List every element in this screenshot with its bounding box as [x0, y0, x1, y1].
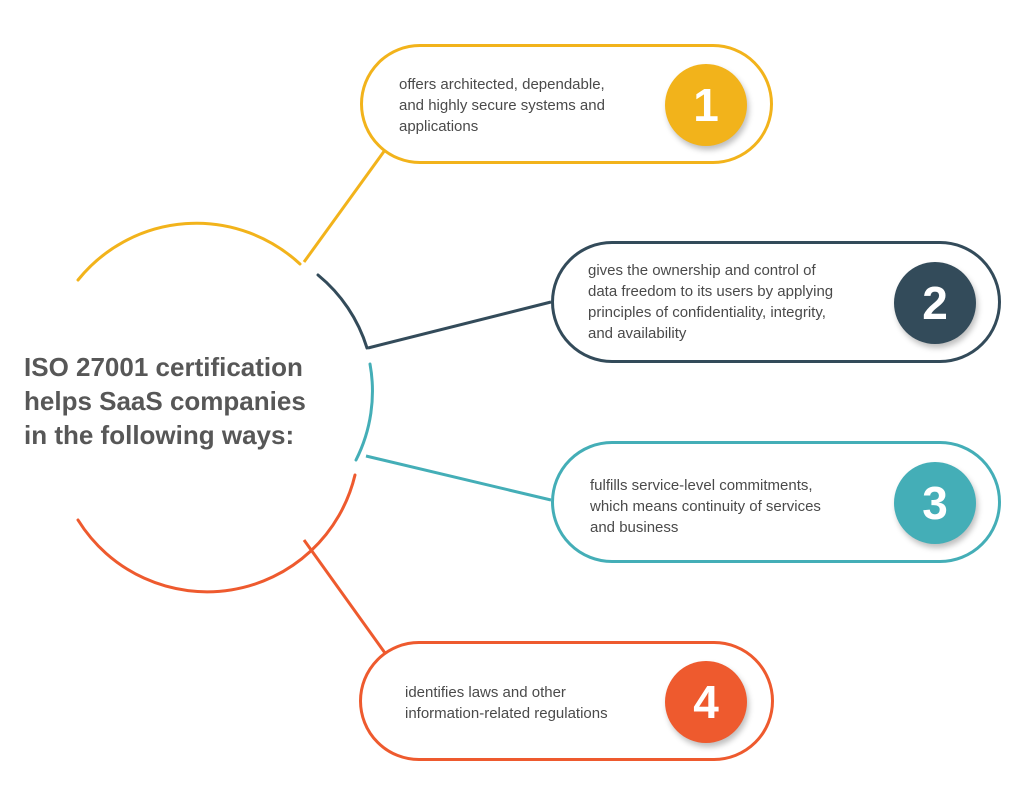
benefit-pill-4: identifies laws and other information-re…: [359, 641, 774, 761]
benefit-text-line: principles of confidentiality, integrity…: [588, 304, 826, 321]
benefit-text-line: and business: [590, 519, 679, 536]
arc-2: [316, 273, 369, 350]
benefit-text-line: which means continuity of services: [590, 498, 821, 515]
benefit-text-line: information-related regulations: [405, 705, 608, 722]
benefit-text: identifies laws and other information-re…: [405, 682, 608, 724]
benefit-text-line: fulfills service-level commitments,: [590, 477, 813, 494]
arc-1: [76, 221, 302, 282]
benefit-text: gives the ownership and control of data …: [588, 260, 833, 344]
benefit-pill-1: offers architected, dependable, and high…: [360, 44, 773, 164]
benefit-text-line: gives the ownership and control of: [588, 262, 816, 279]
connector-1: [302, 149, 387, 263]
benefit-text-line: applications: [399, 118, 479, 135]
number-badge: 4: [665, 661, 747, 743]
benefit-text: offers architected, dependable, and high…: [399, 74, 605, 137]
benefit-text-line: data freedom to its users by applying: [588, 283, 834, 300]
benefit-text-line: and highly secure systems and: [399, 97, 605, 114]
connector-3: [365, 454, 552, 502]
number-badge: 2: [894, 262, 976, 344]
number-badge: 3: [894, 462, 976, 544]
center-title-line: in the following ways:: [24, 420, 295, 450]
benefit-text: fulfills service-level commitments, whic…: [590, 475, 821, 538]
number-badge: 1: [665, 64, 747, 146]
arc-4: [76, 473, 357, 594]
benefit-text-line: offers architected, dependable,: [399, 76, 605, 93]
connector-2: [367, 300, 552, 350]
connector-4: [302, 539, 387, 654]
benefit-pill-3: fulfills service-level commitments, whic…: [551, 441, 1001, 563]
benefit-pill-2: gives the ownership and control of data …: [551, 241, 1001, 363]
arc-3: [354, 362, 374, 462]
center-title-line: ISO 27001 certification: [24, 352, 303, 382]
center-title: ISO 27001 certification helps SaaS compa…: [24, 350, 354, 452]
benefit-text-line: identifies laws and other: [405, 684, 566, 701]
benefit-text-line: and availability: [588, 325, 687, 342]
center-title-line: helps SaaS companies: [24, 386, 306, 416]
